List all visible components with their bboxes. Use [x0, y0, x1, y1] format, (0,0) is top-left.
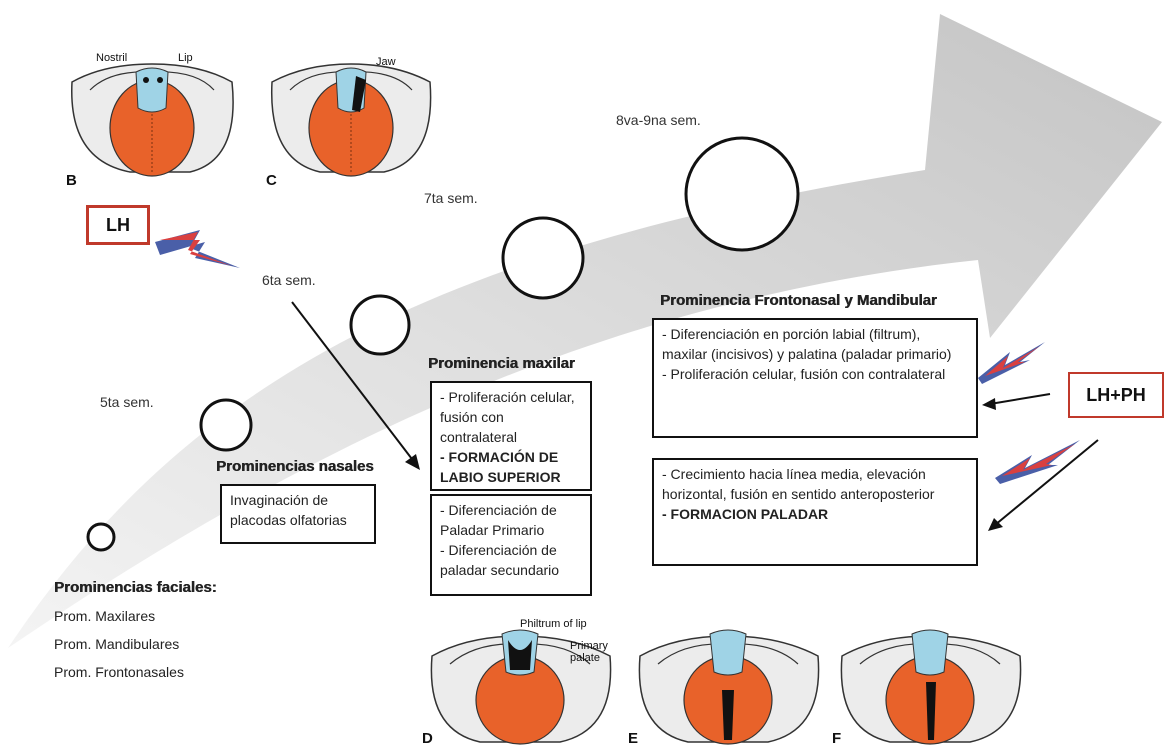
- stage-circle-4: [503, 218, 583, 298]
- face-illustration-b: [72, 64, 233, 176]
- panel-letter-b: B: [66, 172, 77, 189]
- maxilar-box-1: - Proliferación celular, fusión con cont…: [430, 381, 592, 491]
- facial-item-maxilares: Prom. Maxilares: [54, 608, 155, 624]
- label-jaw: Jaw: [376, 56, 396, 68]
- label-primary-palate: Primary palate: [570, 640, 620, 664]
- stage-circle-5: [686, 138, 798, 250]
- label-lip: Lip: [178, 52, 193, 64]
- stage-circle-1: [88, 524, 114, 550]
- pointer-arrow-lhph-1-head: [982, 398, 996, 410]
- frontonasal-box-1-line-1: - Diferenciación en porción labial (filt…: [662, 324, 968, 364]
- maxilar-box-2-line-2: - Diferenciación de paladar secundario: [440, 540, 582, 580]
- panel-letter-c: C: [266, 172, 277, 189]
- facial-item-mandibulares: Prom. Mandibulares: [54, 636, 179, 652]
- facial-title: Prominencias faciales:: [54, 579, 217, 596]
- face-illustration-c: [272, 64, 431, 176]
- frontonasal-box-1: - Diferenciación en porción labial (filt…: [652, 318, 978, 438]
- frontonasal-box-2: - Crecimiento hacia línea media, elevaci…: [652, 458, 978, 566]
- frontonasal-box-2-line-2: - FORMACION PALADAR: [662, 504, 968, 524]
- label-philtrum: Philtrum of lip: [520, 618, 587, 630]
- panel-letter-e: E: [628, 730, 638, 747]
- panel-letter-f: F: [832, 730, 841, 747]
- lightning-icon-lh: [155, 230, 240, 268]
- facial-item-frontonasales: Prom. Frontonasales: [54, 664, 184, 680]
- pointer-arrow-lhph-2: [995, 440, 1098, 525]
- tag-lh-ph: LH+PH: [1068, 372, 1164, 418]
- frontonasal-title: Prominencia Frontonasal y Mandibular: [660, 292, 937, 309]
- face-illustration-e: [639, 630, 818, 744]
- maxilar-box-2-line-1: - Diferenciación de Paladar Primario: [440, 500, 582, 540]
- tag-lh: LH: [86, 205, 150, 245]
- pointer-arrow-6wk-head: [405, 454, 420, 470]
- maxilar-title: Prominencia maxilar: [428, 355, 575, 372]
- maxilar-box-1-line-1: - Proliferación celular, fusión con cont…: [440, 387, 582, 447]
- lightning-icon-lhph-2: [995, 440, 1080, 484]
- stage-circle-3: [351, 296, 409, 354]
- lightning-icon-lhph-1: [978, 342, 1045, 384]
- nasal-box: Invaginación de placodas olfatorias: [220, 484, 376, 544]
- maxilar-box-1-line-2: - FORMACIÓN DE LABIO SUPERIOR: [440, 447, 582, 487]
- panel-letter-d: D: [422, 730, 433, 747]
- week-label-7: 7ta sem.: [424, 190, 478, 206]
- face-illustration-f: [841, 630, 1020, 744]
- week-label-6: 6ta sem.: [262, 272, 316, 288]
- frontonasal-box-1-line-2: - Proliferación celular, fusión con cont…: [662, 364, 968, 384]
- maxilar-box-2: - Diferenciación de Paladar Primario - D…: [430, 494, 592, 596]
- nasal-text: Invaginación de placodas olfatorias: [230, 490, 366, 530]
- label-nostril: Nostril: [96, 52, 127, 64]
- stage-circle-2: [201, 400, 251, 450]
- pointer-arrow-lhph-1: [990, 394, 1050, 404]
- frontonasal-box-2-line-1: - Crecimiento hacia línea media, elevaci…: [662, 464, 968, 504]
- week-label-5: 5ta sem.: [100, 394, 154, 410]
- nasal-title: Prominencias nasales: [216, 458, 374, 475]
- week-label-8: 8va-9na sem.: [616, 112, 701, 128]
